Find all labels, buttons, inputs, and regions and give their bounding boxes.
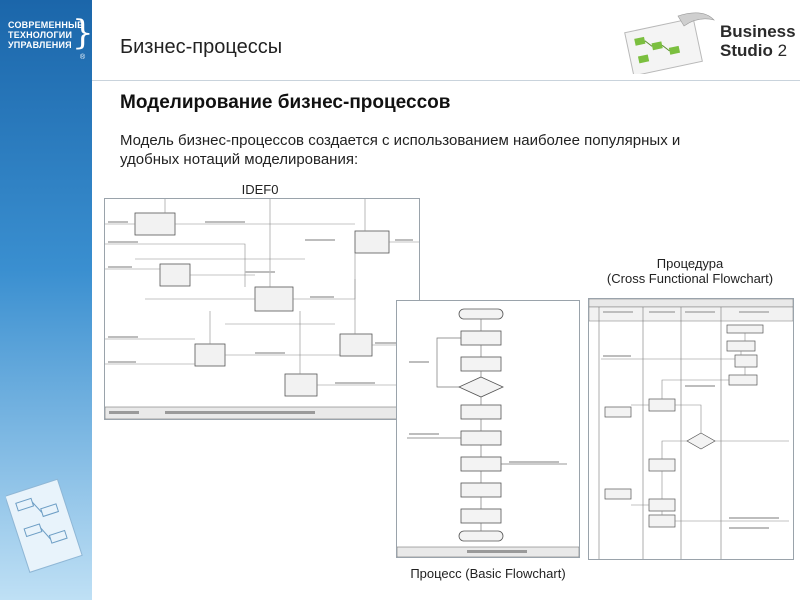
cross-functional-flowchart-diagram (588, 298, 794, 560)
logo-studio: Studio (720, 41, 773, 60)
caption-cff-line-2: (Cross Functional Flowchart) (606, 271, 774, 286)
idef0-diagram-graphic (105, 199, 419, 419)
logo-line-2: Studio 2 (720, 41, 796, 60)
logo-line-1: Business (720, 22, 796, 41)
cross-functional-flowchart-graphic (589, 299, 793, 559)
header-divider (92, 80, 800, 81)
caption-basic-flowchart: Процесс (Basic Flowchart) (410, 566, 566, 581)
business-studio-logo-text: Business Studio 2 (720, 22, 796, 60)
slide-subtitle: Моделирование бизнес-процессов (120, 92, 451, 113)
document-illustration-icon (6, 478, 83, 573)
brand-registered-mark: ® (80, 54, 86, 61)
caption-cff-line-1: Процедура (656, 256, 724, 271)
page-title: Бизнес-процессы (120, 36, 283, 58)
caption-cross-functional: Процедура (Cross Functional Flowchart) (580, 256, 800, 286)
company-brand: СОВРЕМЕННЫЕ ТЕХНОЛОГИИ УПРАВЛЕНИЯ (8, 20, 83, 50)
business-studio-logo-icon (624, 12, 715, 74)
sidebar: СОВРЕМЕННЫЕ ТЕХНОЛОГИИ УПРАВЛЕНИЯ } ® (0, 0, 92, 600)
logo-number: 2 (777, 41, 788, 60)
slide-body-text: Модель бизнес-процессов создается с испо… (120, 132, 681, 168)
basic-flowchart-diagram (396, 300, 580, 558)
idef0-diagram (104, 198, 420, 420)
brand-line-3: УПРАВЛЕНИЯ (8, 40, 72, 50)
basic-flowchart-graphic (397, 308, 579, 557)
brand-brace-icon: } (72, 13, 92, 53)
brand-line-1: СОВРЕМЕННЫЕ (8, 20, 84, 30)
brand-line-2: ТЕХНОЛОГИИ (8, 30, 73, 40)
caption-idef0: IDEF0 (241, 182, 279, 197)
